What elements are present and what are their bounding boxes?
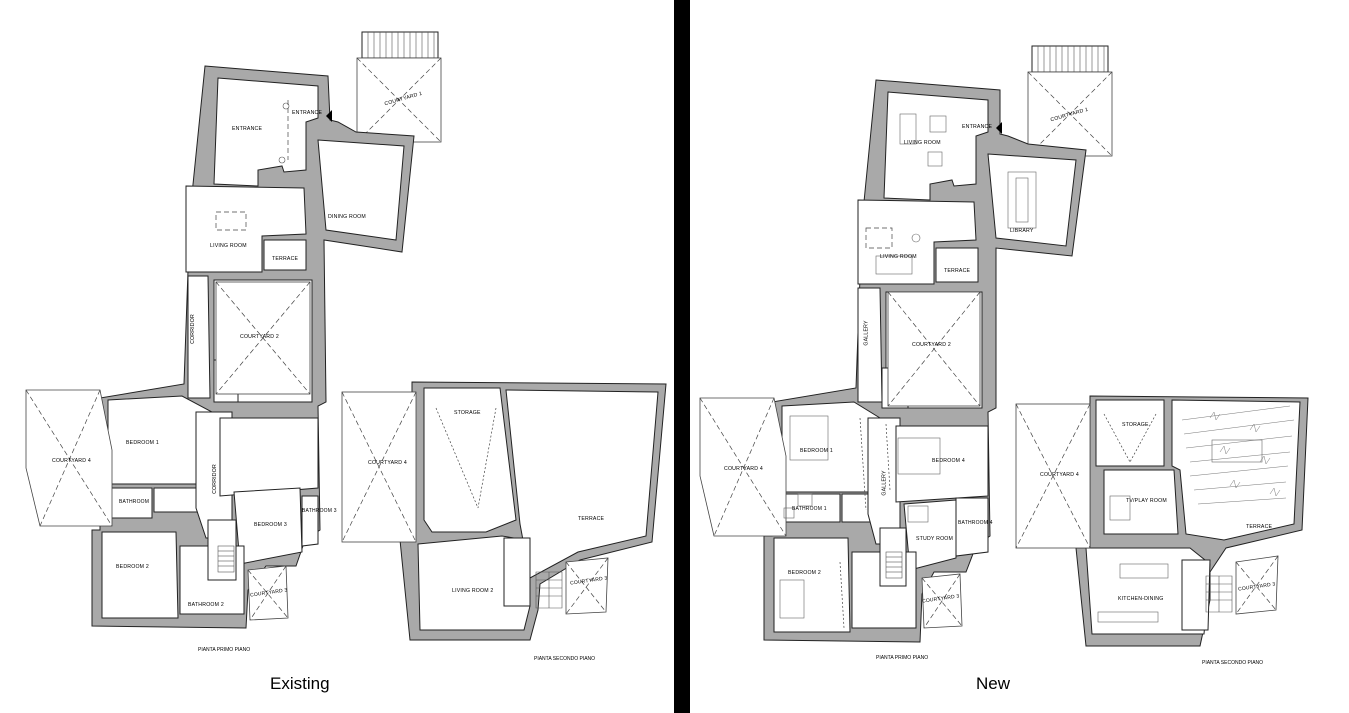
- caption-new: New: [976, 674, 1011, 693]
- room-label-courtyard-4-second: COURTYARD 4: [1040, 472, 1079, 478]
- stairs-second-floor: [535, 571, 563, 609]
- new-floor-plan-drawing: [699, 45, 1309, 647]
- second-floor-title-new: PIANTA SECONDO PIANO: [1202, 660, 1264, 666]
- room-label-entrance-door: ENTRANCE: [292, 110, 323, 116]
- room-label-terrace-second: TERRACE: [1246, 524, 1273, 530]
- room-label-bedroom-2: BEDROOM 2: [788, 570, 821, 576]
- rooftop-planting: [1181, 405, 1295, 505]
- first-floor-title-new: PIANTA PRIMO PIANO: [876, 655, 929, 661]
- caption-existing: Existing: [270, 674, 330, 693]
- stairs-second-floor-new: [1205, 575, 1233, 613]
- room-label-courtyard-2: COURTYARD 2: [912, 342, 951, 348]
- courtyard-1-area-new: [1027, 45, 1113, 157]
- room-label-terrace-second: TERRACE: [578, 516, 605, 522]
- room-label-entrance: ENTRANCE: [962, 124, 993, 130]
- room-label-gallery-upper: GALLERY: [863, 320, 870, 346]
- room-label-living-room-top: LIVING ROOM: [904, 140, 941, 146]
- second-floor-walls: [399, 381, 667, 641]
- panel-divider: [674, 0, 690, 713]
- room-label-bathroom-3: BATHROOM 3: [302, 508, 337, 514]
- room-label-gallery-lower: GALLERY: [881, 470, 888, 496]
- room-label-terrace: TERRACE: [944, 268, 971, 274]
- room-label-entrance: ENTRANCE: [232, 126, 263, 132]
- room-label-corridor-lower: CORRIDOR: [211, 464, 218, 494]
- room-label-storage: STORAGE: [454, 410, 481, 416]
- courtyard-2-area-new: [887, 291, 981, 407]
- room-label-courtyard-2: COURTYARD 2: [240, 334, 279, 340]
- courtyard-4-second-floor-new: [1015, 403, 1091, 549]
- entrance-arrow-icon-new: [996, 122, 1002, 134]
- entrance-arrow-icon: [326, 110, 332, 122]
- furniture-new: [779, 113, 1037, 629]
- courtyard-4-area: [25, 389, 113, 527]
- room-label-bathroom-1: BATHROOM 1: [792, 506, 827, 512]
- room-label-bedroom-3: BEDROOM 3: [254, 522, 287, 528]
- room-label-bathroom: BATHROOM: [119, 499, 150, 505]
- stairs-first-floor-new: [885, 551, 903, 579]
- first-floor-walls: [91, 65, 415, 629]
- room-label-study-room: STUDY ROOM: [916, 536, 954, 542]
- stairs-first-floor: [217, 545, 235, 573]
- room-label-bedroom-4: BEDROOM 4: [932, 458, 965, 464]
- courtyard-3-second-floor-new: [1235, 555, 1279, 615]
- second-floor-title: PIANTA SECONDO PIANO: [534, 656, 596, 662]
- new-plan-panel: LIVING ROOM ENTRANCE COURTYARD 1 LIBRARY…: [690, 0, 1349, 713]
- room-label-living-room: LIVING ROOM: [880, 254, 917, 260]
- kitchen-furniture: [1097, 495, 1169, 623]
- room-label-bathroom-4: BATHROOM 4: [958, 520, 993, 526]
- room-label-terrace: TERRACE: [272, 256, 299, 262]
- room-label-living-room: LIVING ROOM: [210, 243, 247, 249]
- room-label-kitchen-dining: KITCHEN-DINING: [1118, 596, 1164, 602]
- second-floor-walls-new: [1075, 395, 1309, 647]
- courtyard-3-area: [247, 565, 289, 621]
- room-label-courtyard-4: COURTYARD 4: [52, 458, 91, 464]
- existing-plan-panel: ENTRANCE ENTRANCE COURTYARD 1 DINING ROO…: [0, 0, 674, 713]
- room-label-dining-room: DINING ROOM: [328, 214, 366, 220]
- room-label-library: LIBRARY: [1010, 228, 1034, 234]
- room-label-courtyard-4: COURTYARD 4: [724, 466, 763, 472]
- room-label-tv-play-room: TV/PLAY ROOM: [1126, 498, 1167, 504]
- room-label-bedroom-1: BEDROOM 1: [800, 448, 833, 454]
- courtyard-3-area-new: [921, 573, 963, 629]
- room-label-living-room-2: LIVING ROOM 2: [452, 588, 494, 594]
- courtyard-1-area: [356, 31, 442, 143]
- room-label-storage: STORAGE: [1122, 422, 1149, 428]
- existing-floor-plan-drawing: [25, 31, 667, 641]
- room-label-courtyard-4-second: COURTYARD 4: [368, 460, 407, 466]
- courtyard-2-area: [215, 281, 311, 395]
- courtyard-3-second-floor: [565, 557, 609, 615]
- room-label-bedroom-2: BEDROOM 2: [116, 564, 149, 570]
- room-label-corridor-upper: CORRIDOR: [189, 314, 196, 344]
- courtyard-4-second-floor: [341, 391, 417, 543]
- courtyard-4-area-new: [699, 397, 787, 537]
- room-label-bathroom-2: BATHROOM 2: [188, 602, 224, 608]
- first-floor-title: PIANTA PRIMO PIANO: [198, 647, 251, 653]
- room-label-bedroom-1: BEDROOM 1: [126, 440, 159, 446]
